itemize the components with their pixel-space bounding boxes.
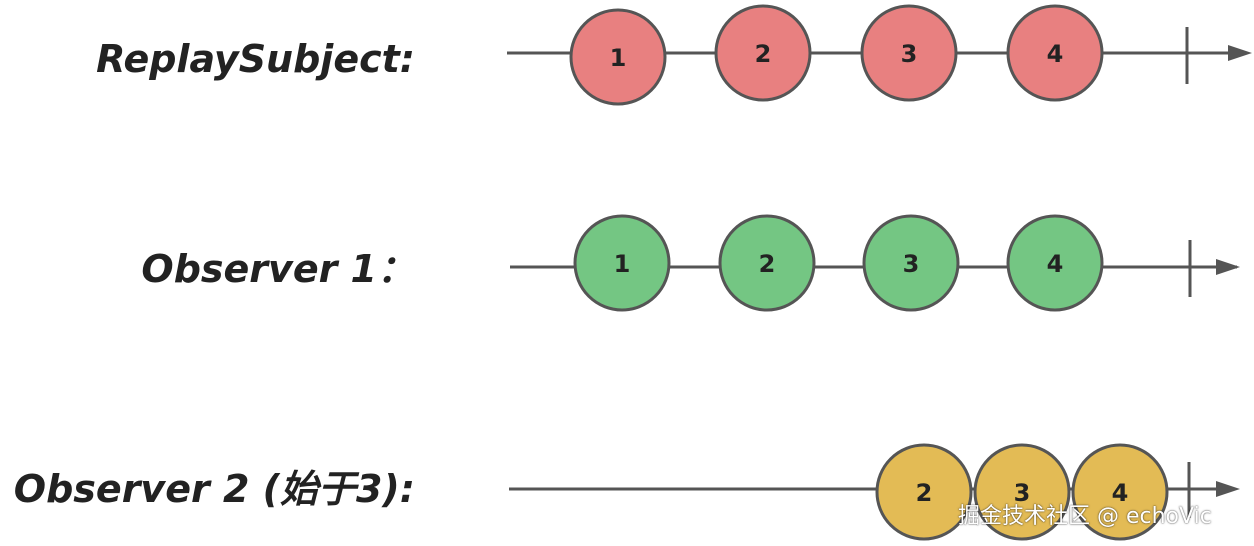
marble-value: 3 — [903, 250, 920, 278]
marble-value: 3 — [901, 40, 918, 68]
marble: 1 — [569, 8, 667, 106]
watermark: 掘金技术社区 @ echoVic — [958, 504, 1212, 529]
marble: 2 — [718, 214, 816, 312]
marble: 4 — [1006, 214, 1104, 312]
marble-value: 4 — [1047, 40, 1064, 68]
marble: 3 — [860, 4, 958, 102]
marble-value: 1 — [614, 250, 631, 278]
observer-1-row: Observer 1： 1 2 3 4 — [141, 214, 1240, 312]
marble: 2 — [714, 4, 812, 102]
observer-2-label: Observer 2 (始于3): — [14, 467, 415, 511]
marble: 4 — [1006, 4, 1104, 102]
marble-value: 4 — [1112, 479, 1129, 507]
observer-1-arrow-icon — [1216, 259, 1240, 275]
observer-1-label: Observer 1： — [141, 247, 415, 291]
marble: 2 — [875, 443, 973, 541]
observer-2-arrow-icon — [1216, 481, 1240, 497]
marble-value: 1 — [610, 44, 627, 72]
marble-value: 2 — [755, 40, 772, 68]
marble-value: 4 — [1047, 250, 1064, 278]
replay-subject-label: ReplaySubject: — [96, 37, 415, 81]
marble: 3 — [862, 214, 960, 312]
marble: 4 — [1071, 443, 1169, 541]
observer-2-row: Observer 2 (始于3): 2 3 4 — [14, 443, 1240, 541]
replay-subject-arrow-icon — [1228, 45, 1252, 61]
marble-value: 2 — [916, 479, 933, 507]
marble-value: 3 — [1014, 479, 1031, 507]
marble: 3 — [973, 443, 1071, 541]
marble: 1 — [573, 214, 671, 312]
marble-value: 2 — [759, 250, 776, 278]
replay-subject-row: ReplaySubject: 1 2 3 4 — [96, 4, 1252, 106]
